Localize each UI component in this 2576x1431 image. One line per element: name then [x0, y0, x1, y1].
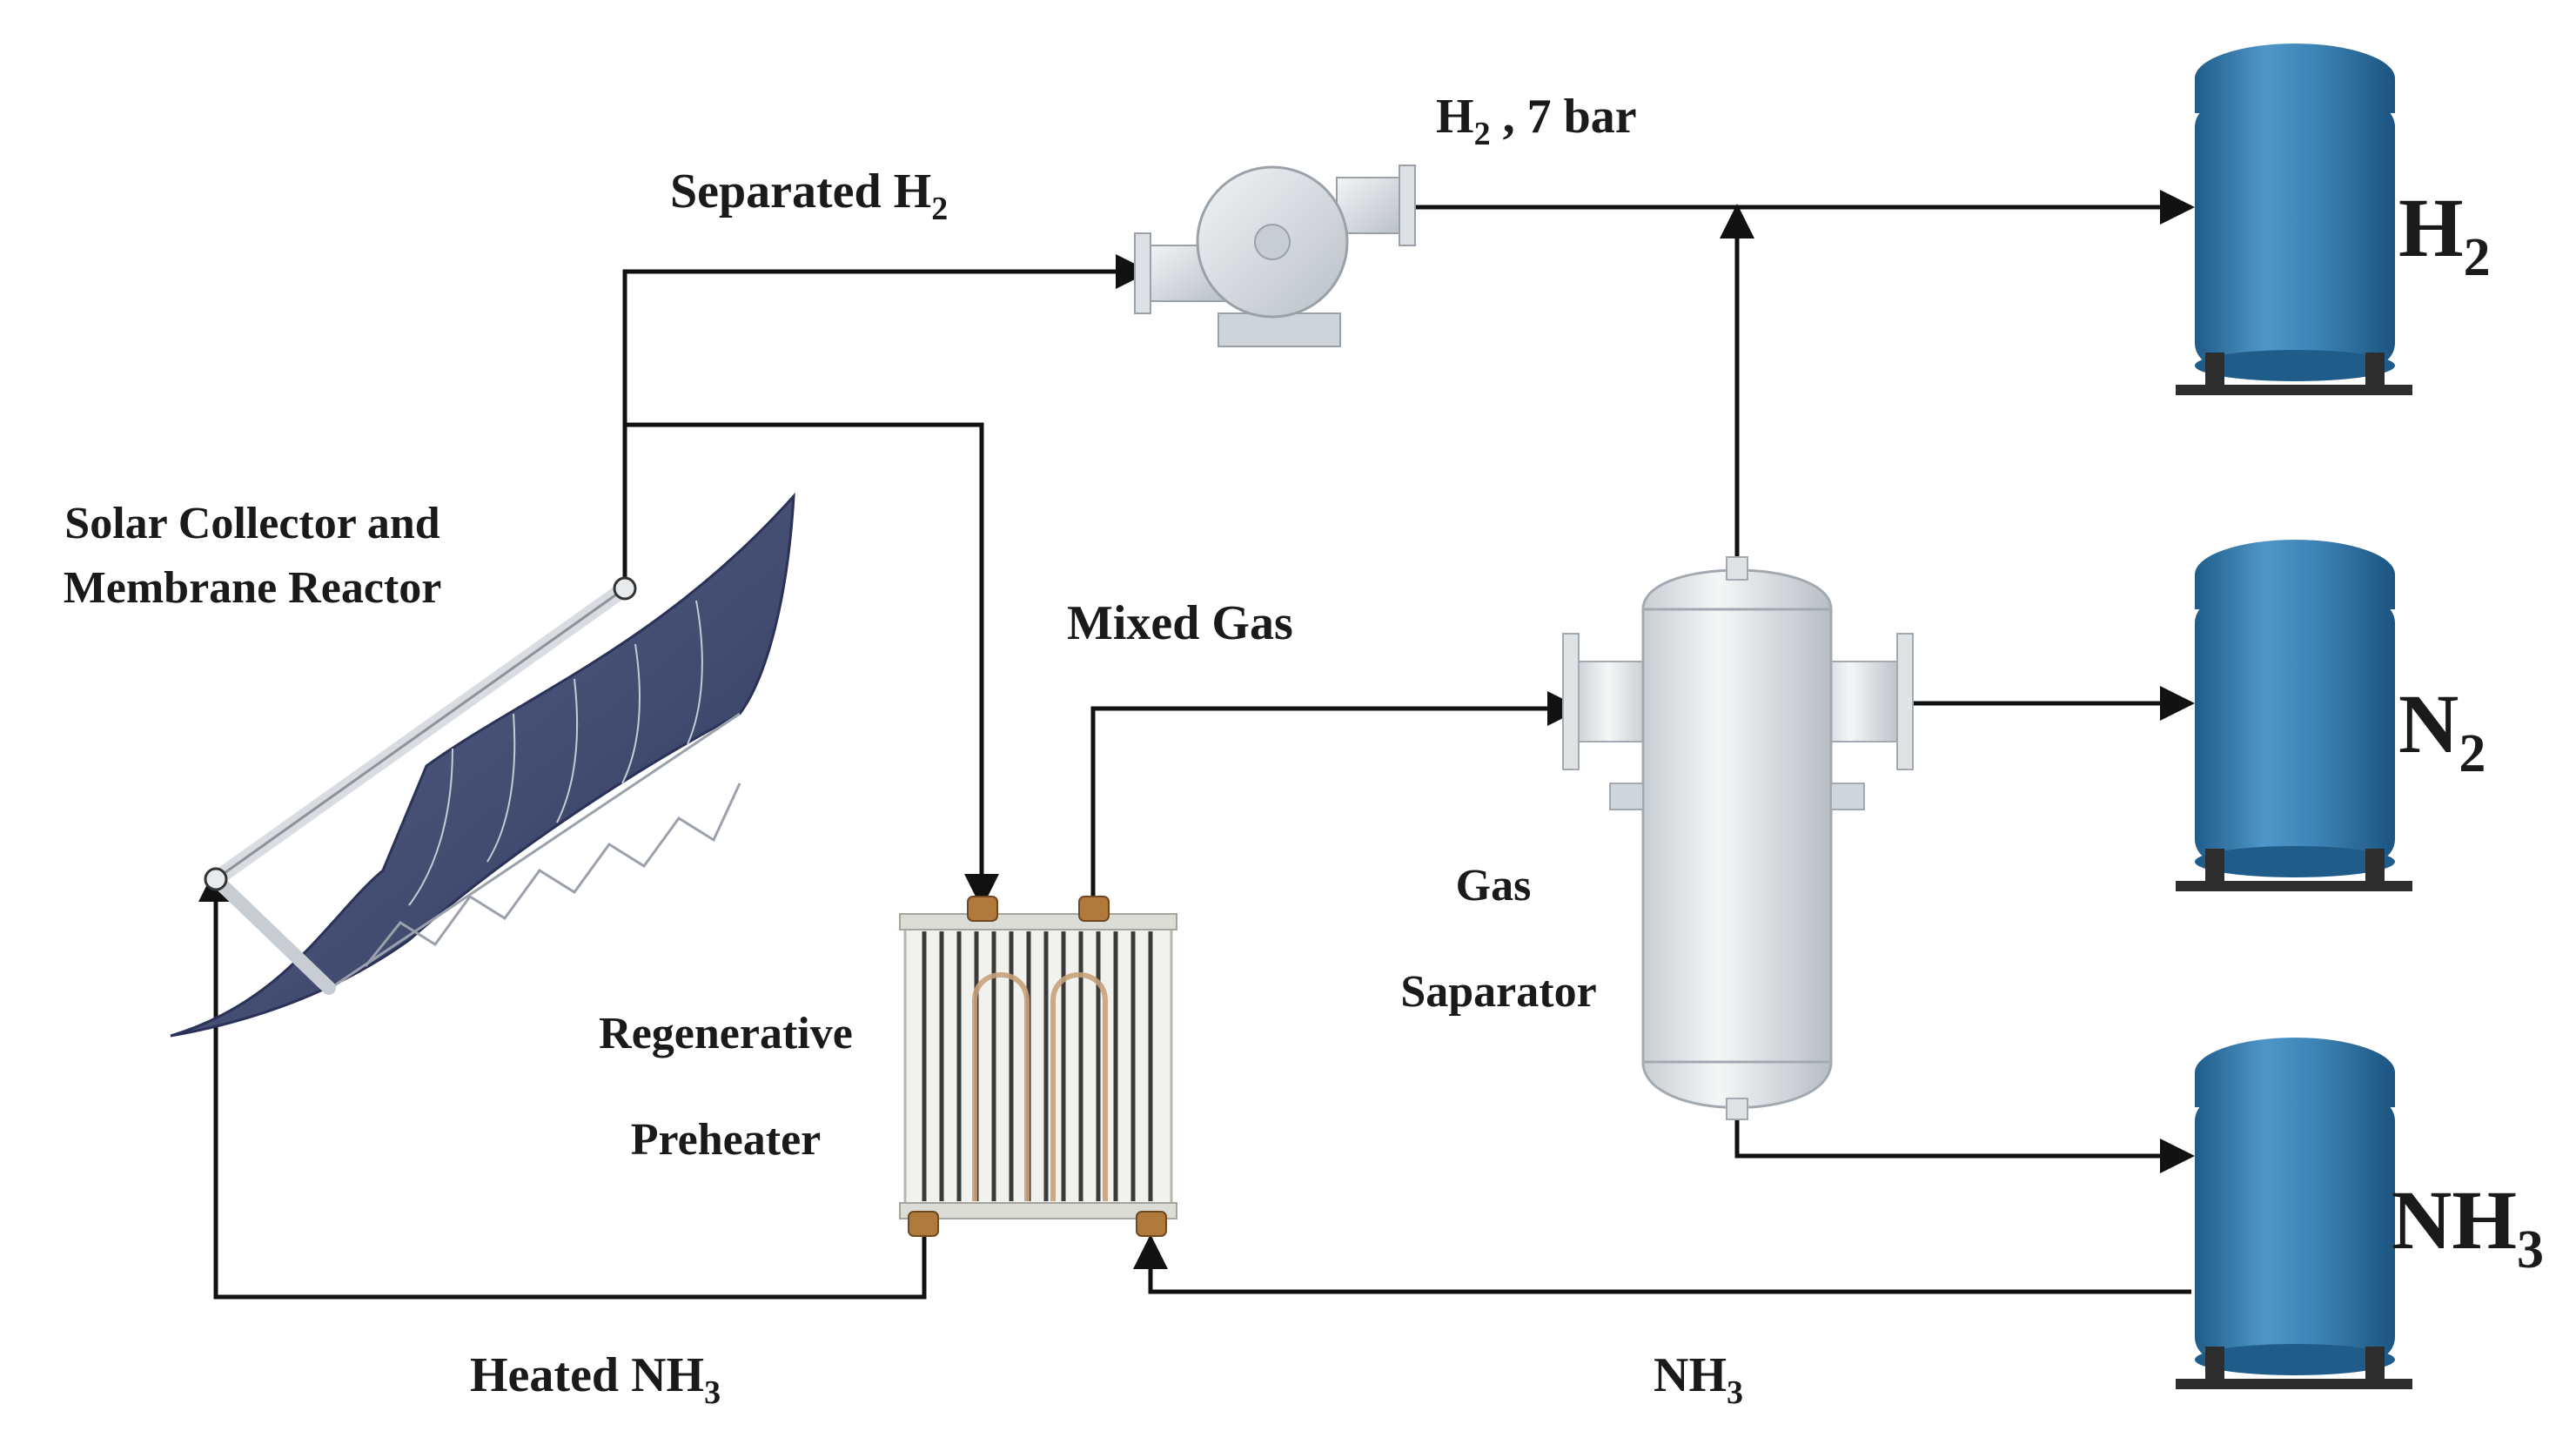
- mixed-gas-line: [1090, 691, 1582, 905]
- nh3-return-line: [1133, 1234, 2191, 1294]
- compressor-base: [1218, 312, 1341, 347]
- nh3-return-label: NH3: [1654, 1348, 1743, 1411]
- mixed-gas-label: Mixed Gas: [1067, 596, 1293, 650]
- solar-collector-label-line2: Membrane Reactor: [64, 563, 442, 613]
- tank-label-n2: N2: [2398, 677, 2485, 783]
- heated-nh3-line: [198, 867, 927, 1300]
- solar-collector-label-line1: Solar Collector and: [64, 499, 439, 548]
- nh3-liquid-line: [1734, 1104, 2195, 1173]
- preheater-nozzles: [908, 896, 1167, 1237]
- support-arm: [209, 872, 336, 995]
- separated-h2-line: [622, 254, 1150, 592]
- tank-label-h2: H2: [2398, 181, 2491, 287]
- gas-separator-vessel: [1562, 556, 1914, 1120]
- heated-nh3-label: Heated NH3: [470, 1348, 721, 1411]
- solar-collector: [170, 492, 795, 1038]
- separator-shell: [1641, 608, 1833, 1064]
- h2-to-preheater-line: [625, 422, 999, 909]
- collector-truss: [330, 712, 741, 990]
- preheater-label: Preheater: [631, 1115, 821, 1165]
- storage-tank-nh3: [2176, 1038, 2412, 1389]
- absorber-tube-edge: [215, 587, 626, 881]
- h2-pressure-label: H2 , 7 bar: [1436, 90, 1637, 152]
- gas-label: Gas: [1456, 861, 1532, 910]
- storage-tank-n2: [2176, 540, 2412, 891]
- separator-label: Saparator: [1400, 967, 1596, 1017]
- diagram-labels: Solar Collector and Membrane Reactor Sep…: [64, 90, 2544, 1411]
- hydrogen-compressor: [1134, 165, 1416, 347]
- collector-mirror: [170, 492, 795, 1038]
- flow-lines: [198, 190, 2195, 1300]
- collector-ribs: [408, 600, 703, 906]
- tank-label-nh3: NH3: [2392, 1173, 2544, 1280]
- pivot-right: [613, 576, 637, 601]
- storage-tank-h2: [2176, 44, 2412, 395]
- regenerative-preheater: [899, 896, 1177, 1237]
- pivot-left: [204, 867, 228, 891]
- separated-h2-label: Separated H2: [670, 165, 948, 227]
- regenerative-label: Regenerative: [599, 1009, 853, 1058]
